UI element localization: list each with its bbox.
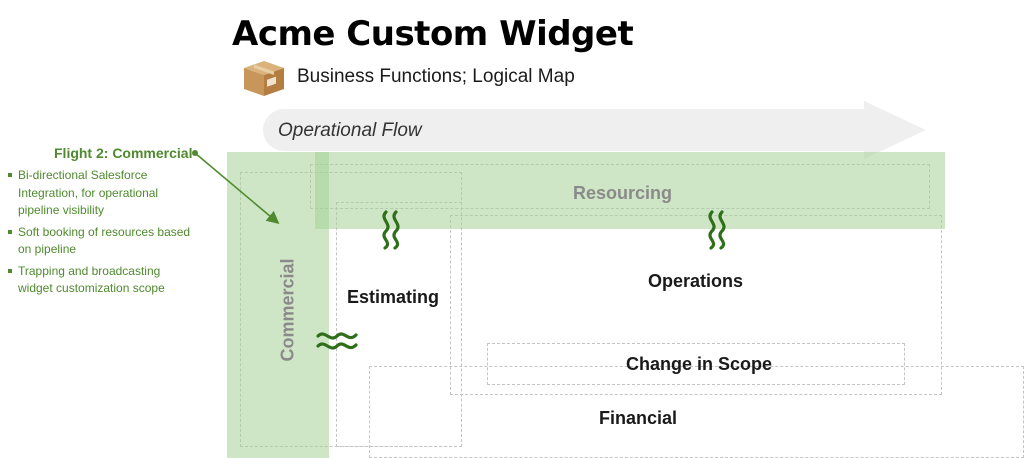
- change-in-scope-label: Change in Scope: [626, 354, 773, 374]
- flight-bullet: Trapping and broadcasting widget customi…: [8, 263, 193, 298]
- wavy-connector-icon: [708, 210, 726, 250]
- change-in-scope-box: [487, 343, 905, 385]
- flight-title: Flight 2: Commercial: [54, 145, 193, 161]
- commercial-highlight-band: [227, 152, 329, 458]
- wavy-connector-icon: [382, 210, 400, 250]
- estimating-label: Estimating: [347, 287, 440, 307]
- resourcing-label: Resourcing: [573, 183, 673, 203]
- operational-flow-arrow: [263, 101, 926, 159]
- wavy-connector-icon: [316, 332, 358, 350]
- operational-flow-label: Operational Flow: [278, 120, 422, 141]
- flight-bullet: Bi-directional Salesforce Integration, f…: [8, 167, 193, 220]
- resourcing-highlight-band: [315, 152, 945, 229]
- page-title: Acme Custom Widget: [232, 14, 634, 54]
- flight-bullet-list: Bi-directional Salesforce Integration, f…: [8, 167, 193, 302]
- flight-bullet: Soft booking of resources based on pipel…: [8, 224, 193, 259]
- package-box-icon: [244, 61, 284, 96]
- operations-label: Operations: [648, 271, 744, 291]
- subtitle: Business Functions; Logical Map: [297, 66, 575, 87]
- financial-label: Financial: [599, 408, 678, 428]
